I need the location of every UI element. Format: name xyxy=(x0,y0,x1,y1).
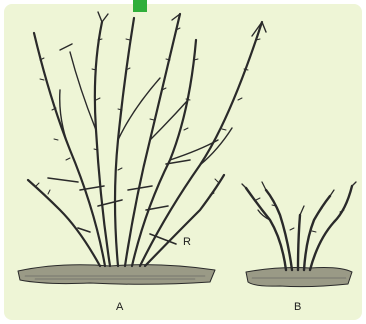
plant-a-stem xyxy=(132,40,196,266)
plant-b-stem xyxy=(310,186,352,270)
plant-b-drawing xyxy=(242,182,356,287)
cut-marker-label: R xyxy=(183,236,191,248)
plant-a-label: A xyxy=(116,301,123,313)
plant-b-label: B xyxy=(294,301,301,313)
plant-b-stem xyxy=(246,188,286,270)
plant-a-stem xyxy=(125,14,180,266)
plant-a-stem xyxy=(28,180,100,266)
plant-b-stem xyxy=(266,190,292,270)
plant-a-ground xyxy=(18,265,215,285)
plant-a-drawing xyxy=(18,12,266,284)
plant-a-stem xyxy=(140,22,262,266)
plant-b-stem xyxy=(298,215,300,270)
